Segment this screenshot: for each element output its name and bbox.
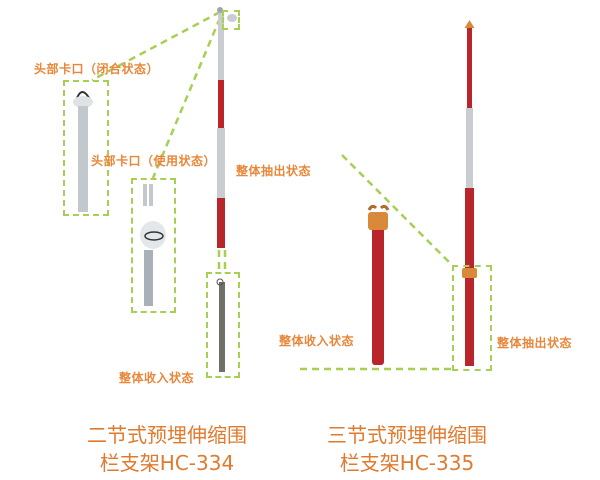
callout-retracted-right: 整体收入状态	[279, 334, 355, 348]
pole-two-section-retracted	[216, 278, 225, 372]
leader-lines-left	[91, 10, 227, 272]
product-title-hc334-line2: 栏支架HC-334	[99, 451, 235, 475]
detail-box-cap-top	[222, 10, 240, 30]
product-title-hc335-line2: 栏支架HC-335	[339, 451, 475, 475]
detail-box-head-closed	[63, 80, 109, 216]
product-title-hc335-line1: 三节式预埋伸缩围	[327, 423, 487, 447]
head-closed-detail	[73, 91, 93, 212]
product-title-hc334: 二节式预埋伸缩围 栏支架HC-334	[82, 421, 252, 477]
callout-head-closed: 头部卡口（闭合状态）	[34, 62, 160, 76]
pole-three-section-extended	[462, 20, 477, 366]
callout-retracted-left: 整体收入状态	[119, 371, 195, 385]
head-in-use-detail	[140, 184, 166, 306]
callout-extended-right: 整体抽出状态	[497, 336, 573, 350]
pole-three-section-retracted	[367, 204, 390, 365]
detail-box-extended-right	[452, 265, 492, 371]
product-title-hc335: 三节式预埋伸缩围 栏支架HC-335	[322, 421, 492, 477]
pole-two-section-extended	[217, 7, 237, 248]
leader-lines-right	[300, 154, 453, 371]
callout-head-in-use: 头部卡口（使用状态）	[91, 154, 217, 168]
callout-extended-left: 整体抽出状态	[236, 164, 312, 178]
product-title-hc334-line1: 二节式预埋伸缩围	[87, 423, 247, 447]
detail-box-retracted-left	[206, 272, 240, 378]
detail-box-head-in-use	[131, 178, 176, 313]
